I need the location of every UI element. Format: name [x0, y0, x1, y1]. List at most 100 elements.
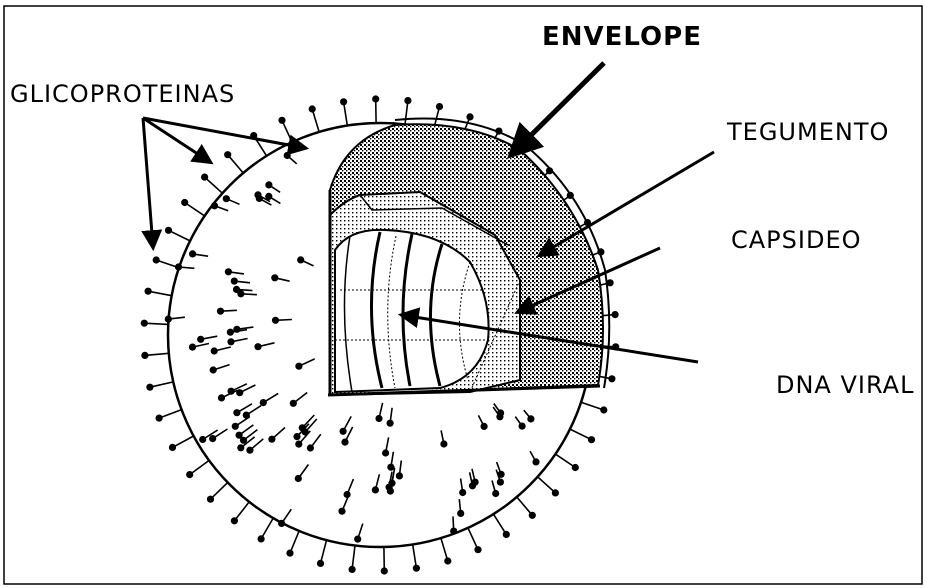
glycoprotein-knob [354, 536, 361, 543]
glycoprotein-knob [466, 113, 473, 120]
glycoprotein-spike [190, 460, 209, 474]
glycoprotein-knob [286, 550, 293, 557]
glycoprotein-knob [387, 420, 394, 427]
glycoprotein-knob [381, 567, 388, 574]
glycoprotein-knob [197, 336, 204, 343]
glycoprotein-knob [340, 428, 347, 435]
glycoprotein-knob [372, 486, 379, 493]
glycoprotein-knob [265, 181, 272, 188]
glycoprotein-knob [228, 388, 235, 395]
glycoprotein-knob [307, 444, 314, 451]
envelope-pointer-arrow [512, 63, 604, 154]
glycoprotein-knob [199, 436, 206, 443]
glycoprotein-knob [260, 399, 267, 406]
glycoprotein-knob [440, 440, 447, 447]
glycoprotein-knob [532, 458, 539, 465]
glycoprotein-knob [246, 447, 253, 454]
glycoprotein-knob [201, 174, 208, 181]
glycoprotein-knob [344, 491, 351, 498]
glycoprotein-knob [278, 117, 285, 124]
glycoprotein-knob [552, 489, 559, 496]
glycoprotein-knob [459, 489, 466, 496]
glycoprotein-spike [352, 546, 355, 570]
glycoprotein-knob [600, 406, 607, 413]
glycoprotein-knob [302, 428, 309, 435]
label-dna-viral: DNA VIRAL [776, 371, 914, 399]
glycoprotein-knob [497, 409, 504, 416]
glycoprotein-knob [233, 326, 240, 333]
glycoprotein-spike [234, 502, 249, 521]
glycoprotein-knob [290, 400, 297, 407]
glycoprotein-spike [144, 323, 168, 324]
glycoprotein-knob [341, 439, 348, 446]
glycoprotein-knob [295, 363, 302, 370]
glycoprotein-knob [474, 546, 481, 553]
glycoprotein-knob [481, 423, 488, 430]
glycoprotein-knob [436, 103, 443, 110]
glycoprotein-knob [492, 490, 499, 497]
glycoprotein-knob [612, 311, 619, 318]
glycoprotein-spike [159, 410, 182, 419]
label-tegumento: TEGUMENTO [727, 118, 889, 146]
glycoprotein-spike [205, 177, 223, 193]
glycoprotein-pointer-arrow [143, 118, 153, 247]
glycoprotein-knob [527, 415, 534, 422]
glycoprotein-knob [404, 97, 411, 104]
glycoprotein-knob [309, 105, 316, 112]
glycoprotein-knob [181, 199, 188, 206]
glycoprotein-knob [268, 436, 275, 443]
glycoprotein-knob [375, 415, 382, 422]
glycoprotein-knob [497, 479, 504, 486]
glycoprotein-knob [231, 517, 238, 524]
glycoprotein-knob [156, 415, 163, 422]
glycoprotein-knob [572, 464, 579, 471]
glycoprotein-knob [233, 286, 240, 293]
glycoprotein-knob [186, 471, 193, 478]
glycoprotein-knob [227, 329, 234, 336]
glycoprotein-knob [387, 464, 394, 471]
glycoprotein-spike [493, 514, 506, 534]
glycoprotein-knob [153, 256, 160, 263]
glycoprotein-knob [145, 288, 152, 295]
glycoprotein-knob [608, 375, 615, 382]
glycoprotein-knob [293, 433, 300, 440]
glycoprotein-knob [284, 152, 291, 159]
glycoprotein-knob [224, 151, 231, 158]
glycoprotein-knob [340, 98, 347, 105]
glycoprotein-knob [232, 423, 239, 430]
glycoprotein-knob [209, 435, 216, 442]
glycoprotein-knob [233, 409, 240, 416]
label-glicoproteinas: GLICOPROTEINAS [10, 80, 235, 108]
glycoprotein-knob [372, 95, 379, 102]
glycoprotein-knob [295, 475, 302, 482]
glycoprotein-knob [382, 449, 389, 456]
glycoprotein-knob [588, 436, 595, 443]
glycoprotein-knob [240, 437, 247, 444]
glycoprotein-knob [272, 317, 279, 324]
glycoprotein-spike [261, 518, 273, 539]
glycoprotein-knob [189, 344, 196, 351]
glycoprotein-knob [146, 384, 153, 391]
glycoprotein-knob [472, 479, 479, 486]
glycoprotein-knob [519, 423, 526, 430]
glycoprotein-knob [529, 512, 536, 519]
glycoprotein-knob [207, 496, 214, 503]
glycoprotein-knob [444, 557, 451, 564]
glycoprotein-knob [457, 510, 464, 517]
glycoprotein-knob [317, 560, 324, 567]
glycoprotein-spike [405, 101, 408, 125]
glycoprotein-knob [237, 444, 244, 451]
glycoprotein-knob [349, 566, 356, 573]
glycoprotein-spike [148, 291, 172, 296]
glycoprotein-knob [243, 412, 250, 419]
glycoprotein-knob [254, 343, 261, 350]
glycoprotein-knob [169, 444, 176, 451]
glycoprotein-knob [396, 472, 403, 479]
glycoprotein-knob [295, 441, 302, 448]
glycoprotein-knob [218, 394, 225, 401]
glycoprotein-knob [338, 508, 345, 515]
glycoprotein-knob [225, 268, 232, 275]
glycoprotein-knob [165, 227, 172, 234]
glycoprotein-knob [297, 256, 304, 263]
glycoprotein-knob [211, 347, 218, 354]
